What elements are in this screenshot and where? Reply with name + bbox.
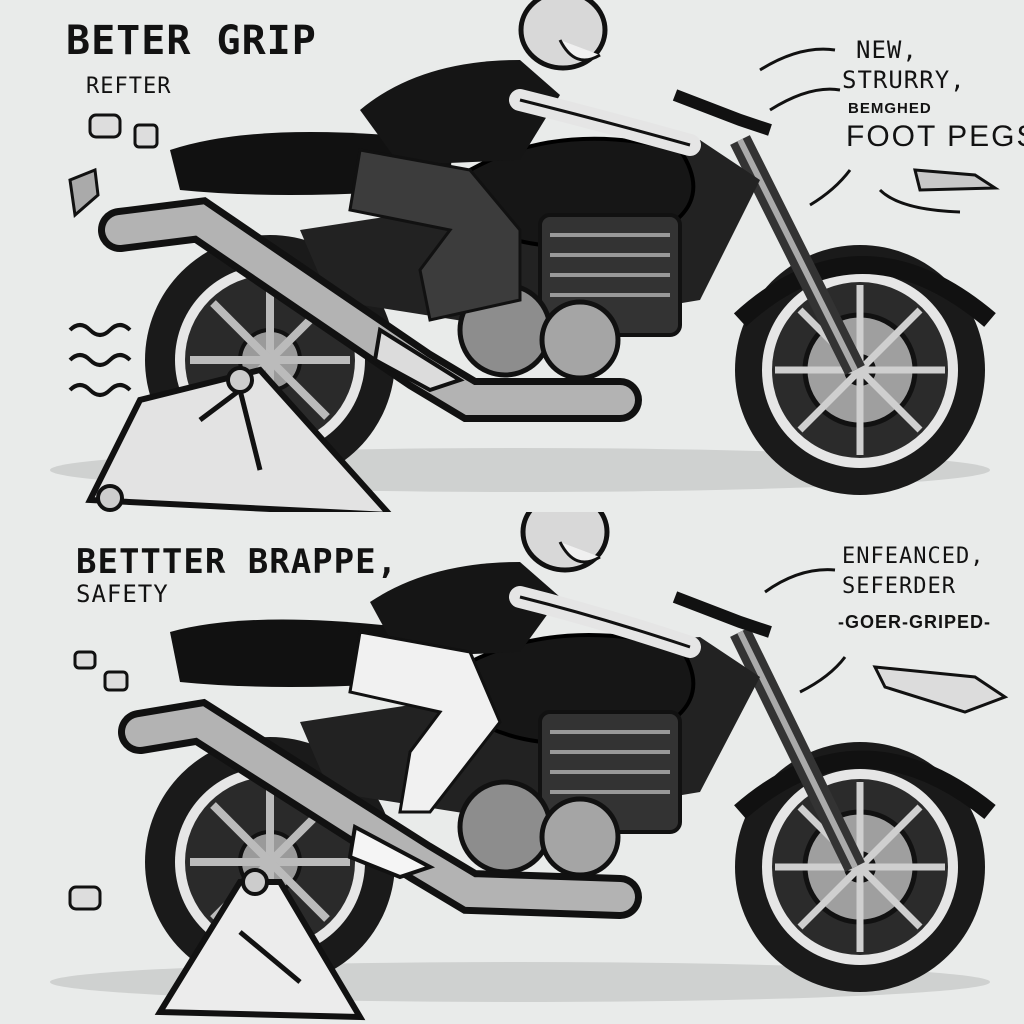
engine bbox=[457, 710, 682, 878]
top-subheading: REFTER bbox=[86, 74, 172, 99]
handlebar bbox=[672, 591, 772, 638]
foot-peg-icon bbox=[872, 665, 1009, 714]
bottom-subheading: SAFETY bbox=[76, 580, 169, 608]
foot-peg-icon bbox=[913, 168, 1000, 192]
front-wheel bbox=[734, 742, 996, 992]
arrow-icon bbox=[764, 568, 847, 694]
top-callout-line2: STRURRY, bbox=[842, 66, 966, 94]
rider bbox=[347, 512, 701, 880]
bottom-illustration-panel: BETTTER BRAPPE, SAFETY ENFEANCED, SEFERD… bbox=[0, 512, 1024, 1024]
top-callout-line4: FOOT PEGS bbox=[846, 120, 1024, 153]
rider bbox=[348, 0, 701, 393]
bottom-callout-line1: ENFEANCED, bbox=[842, 544, 985, 569]
stand-icon bbox=[85, 366, 392, 512]
top-illustration-panel: BETER GRIP REFTER NEW, STRURRY, BEMGHED … bbox=[50, 0, 1024, 512]
top-heading: BETER GRIP bbox=[66, 18, 317, 64]
helmet-icon bbox=[520, 512, 610, 573]
arrow-icon bbox=[759, 47, 961, 214]
handlebar bbox=[672, 89, 772, 136]
bottom-callout-line2: SEFERDER bbox=[842, 574, 956, 599]
bottom-heading: BETTTER BRAPPE, bbox=[76, 542, 399, 582]
top-callout-line1: NEW, bbox=[856, 36, 918, 64]
helmet-icon bbox=[518, 0, 608, 71]
engine bbox=[457, 213, 682, 381]
stand-icon bbox=[154, 868, 366, 1021]
front-wheel bbox=[733, 245, 996, 495]
motorcycle-illustration-top bbox=[50, 0, 1000, 512]
bottom-callout-line3: -GOER-GRIPED- bbox=[838, 612, 992, 632]
bolt-icon bbox=[68, 650, 129, 911]
bolt-icon bbox=[68, 113, 159, 218]
spring-icon bbox=[68, 323, 132, 397]
motorcycle-illustration-bottom bbox=[50, 512, 1009, 1021]
top-callout-line3: BEMGHED bbox=[848, 100, 932, 117]
